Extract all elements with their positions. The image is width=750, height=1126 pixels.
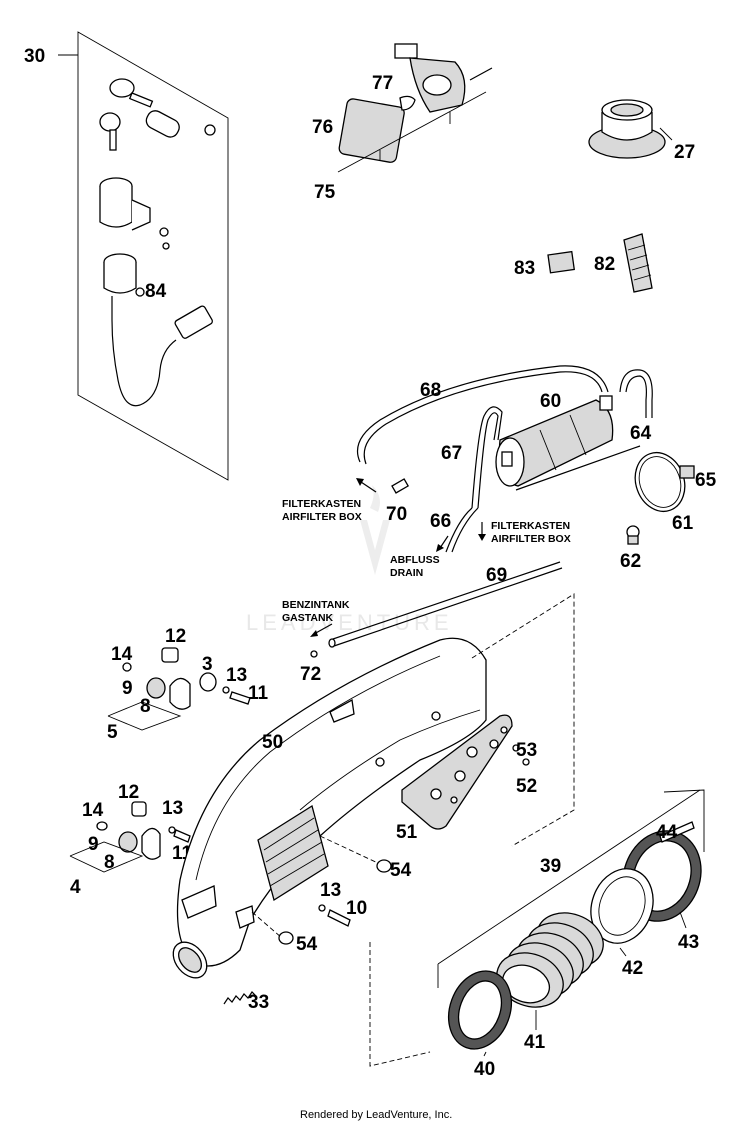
guide-lines: [251, 593, 705, 1067]
label-13b: 13: [162, 798, 183, 819]
label-27: 27: [674, 142, 695, 163]
footer-credit: Rendered by LeadVenture, Inc.: [300, 1109, 452, 1121]
label-51: 51: [396, 822, 418, 843]
decal-icon: [547, 250, 576, 274]
hose-69: [328, 445, 641, 648]
label-8a: 8: [140, 696, 151, 717]
label-30: 30: [24, 46, 45, 67]
caption-abfluss: ABFLUSS: [390, 554, 440, 566]
label-75: 75: [314, 182, 336, 203]
lock-cylinder-icon: [145, 110, 216, 138]
label-72: 72: [300, 664, 321, 685]
label-60: 60: [540, 391, 561, 412]
hose-67: [445, 406, 503, 553]
hose-68: [356, 365, 609, 465]
label-67: 67: [441, 443, 462, 464]
key-icon: [99, 78, 154, 151]
spring-33-icon: [223, 991, 257, 1005]
caption-filterkasten-2: FILTERKASTEN: [491, 520, 570, 532]
caption-filterkasten-1: FILTERKASTEN: [282, 498, 361, 510]
label-50: 50: [262, 732, 283, 753]
label-65: 65: [695, 470, 717, 491]
bracket-group-4: [69, 801, 191, 873]
label-61: 61: [672, 513, 694, 534]
label-77: 77: [372, 73, 393, 94]
turn-signal-icon: [337, 43, 493, 173]
label-42: 42: [622, 958, 643, 979]
label-82: 82: [594, 254, 615, 275]
label-14b: 14: [82, 800, 104, 821]
canister-icon: [495, 395, 614, 487]
label-54b: 54: [296, 934, 318, 955]
hose-64-65-group: [619, 369, 653, 418]
label-84: 84: [145, 281, 167, 302]
label-40: 40: [474, 1059, 495, 1080]
lock-housing-icon: [99, 177, 170, 250]
label-14a: 14: [111, 644, 133, 665]
grommet-54a-icon: [376, 859, 392, 873]
label-13a: 13: [226, 665, 247, 686]
caption-airfilter-2: AIRFILTER BOX: [491, 533, 571, 545]
label-12a: 12: [165, 626, 186, 647]
label-66: 66: [430, 511, 451, 532]
fitting-70-icon: [391, 478, 410, 494]
label-43: 43: [678, 932, 699, 953]
silencer-icon: [172, 637, 487, 979]
ignition-lock-panel: [58, 31, 229, 481]
clamp-61-icon: [634, 451, 695, 513]
caption-benzintank: BENZINTANK: [282, 599, 350, 611]
label-11a: 11: [248, 683, 269, 704]
label-68: 68: [420, 380, 441, 401]
label-3: 3: [202, 654, 213, 675]
watermark-text: LEADVENTURE: [246, 610, 453, 635]
bracket-group-5: [107, 647, 251, 731]
arrows: [310, 478, 486, 637]
label-70: 70: [386, 504, 407, 525]
clip-62-icon: [626, 525, 640, 545]
bellows-41-icon: [496, 912, 604, 1008]
label-41: 41: [524, 1032, 546, 1053]
label-54a: 54: [390, 860, 412, 881]
label-10: 10: [346, 898, 367, 919]
caption-gastank: GASTANK: [282, 612, 334, 624]
ignition-switch-icon: [103, 253, 213, 407]
filter-element-icon: [623, 233, 653, 293]
label-33: 33: [248, 992, 269, 1013]
label-76: 76: [312, 117, 333, 138]
label-8b: 8: [104, 852, 115, 873]
caption-drain: DRAIN: [390, 567, 423, 579]
bellows-group-39: [437, 789, 702, 1057]
label-9b: 9: [88, 834, 99, 855]
watermark-logo: [360, 485, 390, 575]
label-5: 5: [107, 722, 118, 743]
label-12b: 12: [118, 782, 139, 803]
label-52: 52: [516, 776, 537, 797]
label-44: 44: [656, 822, 678, 843]
label-4: 4: [70, 877, 81, 898]
label-39: 39: [540, 856, 561, 877]
label-69: 69: [486, 565, 507, 586]
caption-airfilter-1: AIRFILTER BOX: [282, 511, 362, 523]
label-64: 64: [630, 423, 652, 444]
screw-10-icon: [318, 904, 351, 927]
nipple-72-icon: [310, 650, 318, 658]
grommet-54b-icon: [278, 931, 294, 945]
label-83: 83: [514, 258, 535, 279]
heat-shield-icon: [401, 714, 530, 830]
label-9a: 9: [122, 678, 133, 699]
label-53: 53: [516, 740, 537, 761]
cap-icon: [588, 99, 673, 159]
label-13c: 13: [320, 880, 341, 901]
label-62: 62: [620, 551, 641, 572]
